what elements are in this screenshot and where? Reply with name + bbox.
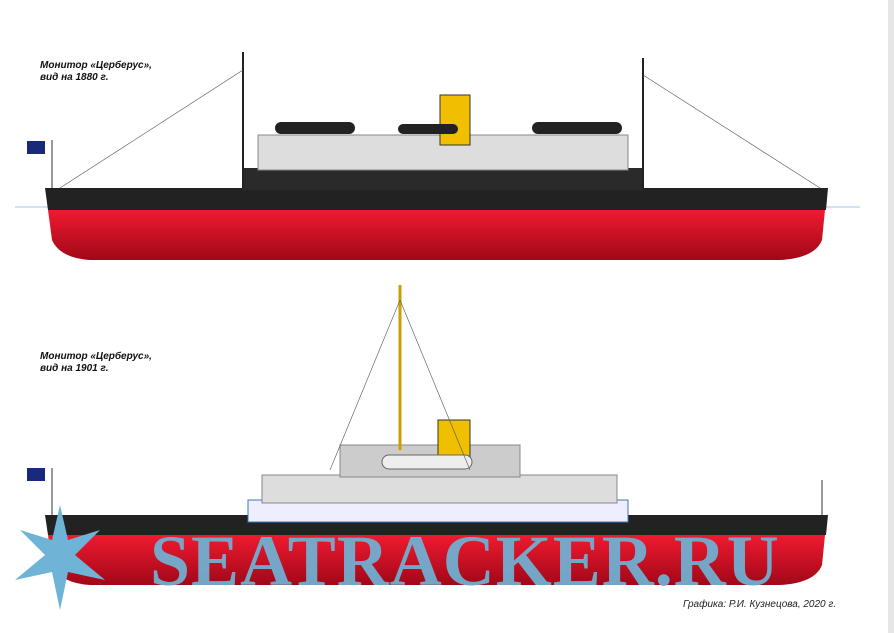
watermark: SEATRACKER.RU	[150, 521, 780, 601]
caption-date: вид на 1901 г.	[40, 363, 109, 374]
caption-1880: Монитор «Церберус»,вид на 1880 г.	[40, 60, 152, 84]
caption-title: Монитор «Церберус»,	[40, 60, 152, 71]
ship-1901	[27, 285, 828, 585]
caption-title: Монитор «Церберус»,	[40, 351, 152, 362]
caption-1901: Монитор «Церберус»,вид на 1901 г.	[40, 351, 152, 375]
ship-1880	[15, 52, 860, 260]
caption-date: вид на 1880 г.	[40, 72, 109, 83]
credit: Графика: Р.И. Кузнецова, 2020 г.	[683, 599, 837, 610]
watermark-star-icon	[15, 505, 105, 610]
